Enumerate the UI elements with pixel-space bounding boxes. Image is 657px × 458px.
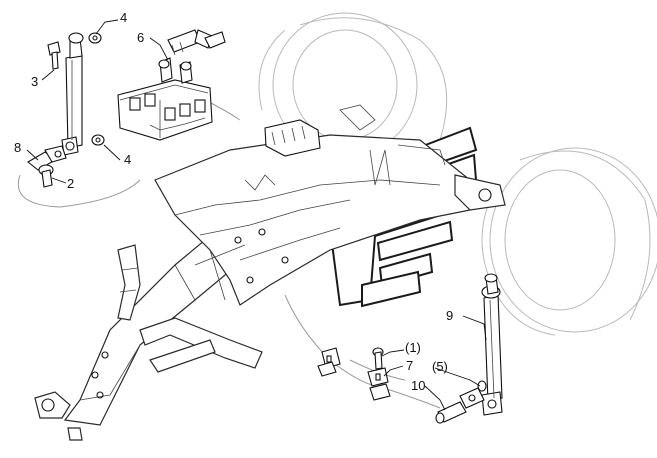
clamp-blocks-part-7 [317, 347, 391, 401]
hydraulic-cylinder-right [481, 273, 503, 416]
callout-pin-3: 3 [31, 74, 38, 89]
callout-cylinder-9: 9 [446, 308, 453, 323]
hose-routing [18, 99, 441, 409]
nut-part-4-top [88, 32, 102, 44]
fitting-part-8 [27, 145, 67, 171]
callout-bolt-2: 2 [67, 176, 74, 191]
callout-nut-4-top: 4 [120, 10, 127, 25]
leader-lines [26, 19, 487, 411]
callout-fitting-8: 8 [14, 140, 21, 155]
hydraulic-cylinder-left [61, 32, 84, 156]
fitting-part-10 [435, 387, 485, 424]
bolt-part-1 [372, 347, 384, 370]
callout-bolt-1: (1) [405, 340, 421, 355]
control-valve-block [117, 79, 213, 141]
washer-part-5 [477, 380, 487, 392]
pin-part-3 [47, 41, 61, 70]
control-valve-assembled [264, 119, 321, 157]
nut-part-4-bottom [91, 134, 105, 146]
front-wheel-ghost [481, 147, 657, 336]
callout-clamp-7: 7 [406, 358, 413, 373]
bolt-part-2 [38, 164, 54, 188]
callout-nut-4-bottom: 4 [124, 152, 131, 167]
callout-fitting-10: 10 [411, 378, 425, 393]
callout-fitting-6: 6 [137, 30, 144, 45]
main-frame [34, 104, 506, 441]
callout-washer-5: (5) [432, 359, 448, 374]
elbow-fitting-part-6 [158, 29, 226, 84]
